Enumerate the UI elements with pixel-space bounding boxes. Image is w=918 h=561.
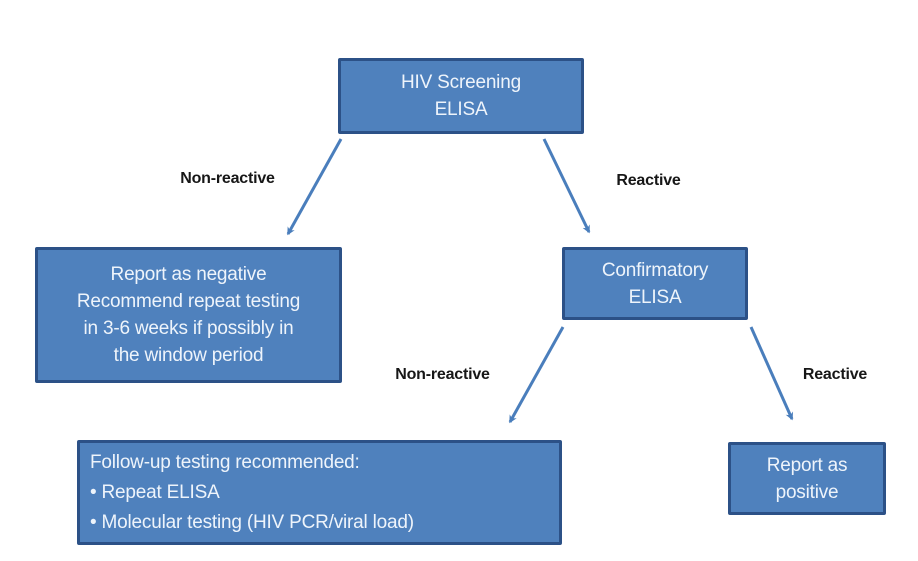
node-report-as-positive: Report as positive bbox=[728, 442, 886, 515]
node-follow-up-testing: Follow-up testing recommended: • Repeat … bbox=[77, 440, 562, 545]
node-line: positive bbox=[775, 481, 839, 503]
edge-label-screening-non-reactive: Non-reactive bbox=[180, 170, 275, 187]
node-line: • Repeat ELISA bbox=[90, 481, 220, 503]
node-line: HIV Screening bbox=[401, 72, 521, 93]
node-line: Report as negative bbox=[110, 264, 267, 285]
node-line: Confirmatory bbox=[601, 259, 709, 281]
arrow-confirmatory-to-follow-up bbox=[508, 326, 565, 424]
arrow-screening-to-report-negative bbox=[286, 138, 343, 236]
edge-label-screening-reactive: Reactive bbox=[616, 172, 681, 189]
node-line: ELISA bbox=[628, 286, 682, 308]
node-line: the window period bbox=[113, 345, 264, 366]
arrow-screening-to-confirmatory bbox=[542, 138, 591, 234]
node-line: Follow-up testing recommended: bbox=[90, 451, 360, 473]
node-report-as-negative: Report as negative Recommend repeat test… bbox=[35, 247, 342, 383]
node-line: Report as bbox=[766, 454, 848, 476]
edge-label-confirmatory-non-reactive: Non-reactive bbox=[395, 366, 490, 383]
node-line: ELISA bbox=[434, 99, 488, 120]
node-hiv-screening-elisa: HIV Screening ELISA bbox=[338, 58, 584, 134]
edge-label-confirmatory-reactive: Reactive bbox=[802, 366, 868, 383]
node-line: • Molecular testing (HIV PCR/viral load) bbox=[90, 511, 414, 533]
node-line: Recommend repeat testing bbox=[76, 291, 301, 312]
node-confirmatory-elisa: Confirmatory ELISA bbox=[562, 247, 748, 320]
node-line: in 3-6 weeks if possibly in bbox=[83, 318, 294, 339]
